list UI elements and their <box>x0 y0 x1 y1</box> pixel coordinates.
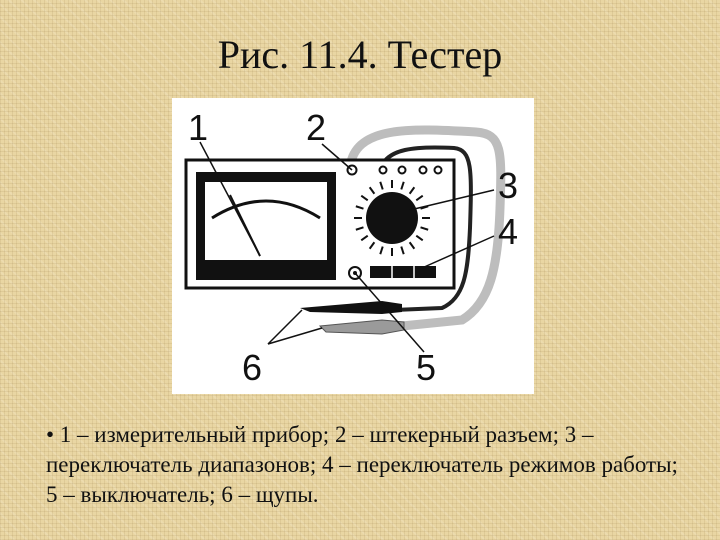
label-1: 1 <box>188 107 208 148</box>
dial-tick <box>420 226 429 231</box>
leader-5 <box>354 272 425 353</box>
dial-tick <box>408 241 416 250</box>
jack-3 <box>397 165 407 175</box>
label-5: 5 <box>416 347 436 388</box>
leader-2 <box>321 143 353 171</box>
leader-3 <box>409 189 495 211</box>
tester-diagram: 1 2 3 4 5 6 <box>172 98 534 394</box>
leader-6b <box>267 327 323 345</box>
dial-tick <box>368 186 376 195</box>
slide-title: Рис. 11.4. Тестер <box>217 32 503 77</box>
gray-probe <box>318 319 405 335</box>
meter-scale-arc <box>211 199 321 220</box>
dial-tick <box>400 181 405 190</box>
dial-tick <box>360 194 369 202</box>
dial-tick <box>379 181 384 190</box>
dial-tick <box>368 241 376 250</box>
range-switch-knob <box>366 192 418 244</box>
meter-dial-face <box>205 182 327 260</box>
dial-tick <box>415 234 424 242</box>
label-6: 6 <box>242 347 262 388</box>
dial-tick <box>360 234 369 242</box>
mode-switch <box>370 266 436 278</box>
label-4: 4 <box>498 211 518 252</box>
dial-tick <box>408 186 416 195</box>
leader-4 <box>421 235 495 269</box>
tester-drawing: 1 2 3 4 5 6 <box>184 107 518 388</box>
black-probe <box>300 301 402 314</box>
leader-6a <box>267 309 303 345</box>
dial-tick <box>355 226 364 231</box>
jack-2 <box>378 165 388 175</box>
caption-text: • 1 – измерительный прибор; 2 – штекерны… <box>46 422 678 507</box>
range-switch-ticks <box>354 180 430 256</box>
jack-4 <box>418 165 428 175</box>
dial-tick <box>355 205 364 210</box>
black-probe-cable <box>378 145 473 312</box>
gray-probe-cable <box>345 125 506 331</box>
dial-tick <box>415 194 424 202</box>
dial-tick <box>400 246 405 255</box>
label-2: 2 <box>306 107 326 148</box>
label-3: 3 <box>498 165 518 206</box>
dial-tick <box>379 246 384 255</box>
jack-5 <box>433 165 443 175</box>
leader-1 <box>199 141 261 257</box>
